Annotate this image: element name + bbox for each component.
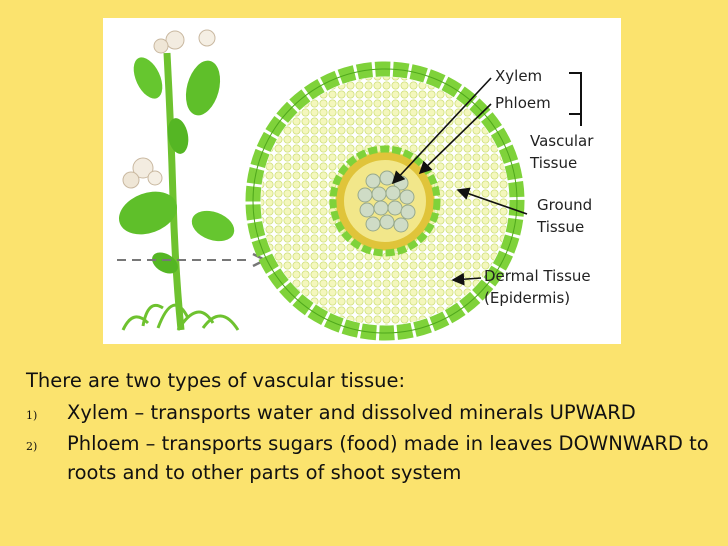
flower (199, 30, 215, 46)
plant-illustration (113, 30, 265, 330)
plant-stem (167, 53, 181, 330)
flower (123, 172, 139, 188)
xylem-label: Xylem (495, 67, 542, 85)
dermal-label-line1: Dermal Tissue (484, 267, 591, 285)
list-item-xylem: 1) Xylem – transports water and dissolve… (26, 398, 716, 427)
diagram-svg: Xylem Phloem Vascular Tissue Ground Tiss… (103, 18, 621, 344)
leaf (128, 53, 168, 103)
leaf (180, 57, 225, 119)
intro-text: There are two types of vascular tissue: (26, 366, 716, 395)
stem-cross-section-figure: Xylem Phloem Vascular Tissue Ground Tiss… (103, 18, 621, 344)
vascular-label-line1: Vascular (530, 132, 594, 150)
list-number: 2) (26, 432, 37, 461)
list-item-text: Phloem – transports sugars (food) made i… (67, 432, 709, 484)
flower (154, 39, 168, 53)
ground-label-line2: Tissue (536, 218, 584, 236)
dermal-label-line2: (Epidermis) (484, 289, 570, 307)
leaf (188, 205, 239, 246)
phloem-label: Phloem (495, 94, 551, 112)
list-item-text: Xylem – transports water and dissolved m… (67, 401, 636, 424)
list-number: 1) (26, 401, 37, 430)
cross-section (253, 69, 517, 333)
ground-label-line1: Ground (537, 196, 592, 214)
vascular-tissue-text: There are two types of vascular tissue: … (26, 366, 716, 489)
list-item-phloem: 2) Phloem – transports sugars (food) mad… (26, 429, 716, 487)
vascular-bracket (569, 73, 581, 126)
flower (148, 171, 162, 185)
flower (166, 31, 184, 49)
vascular-label-line2: Tissue (529, 154, 577, 172)
